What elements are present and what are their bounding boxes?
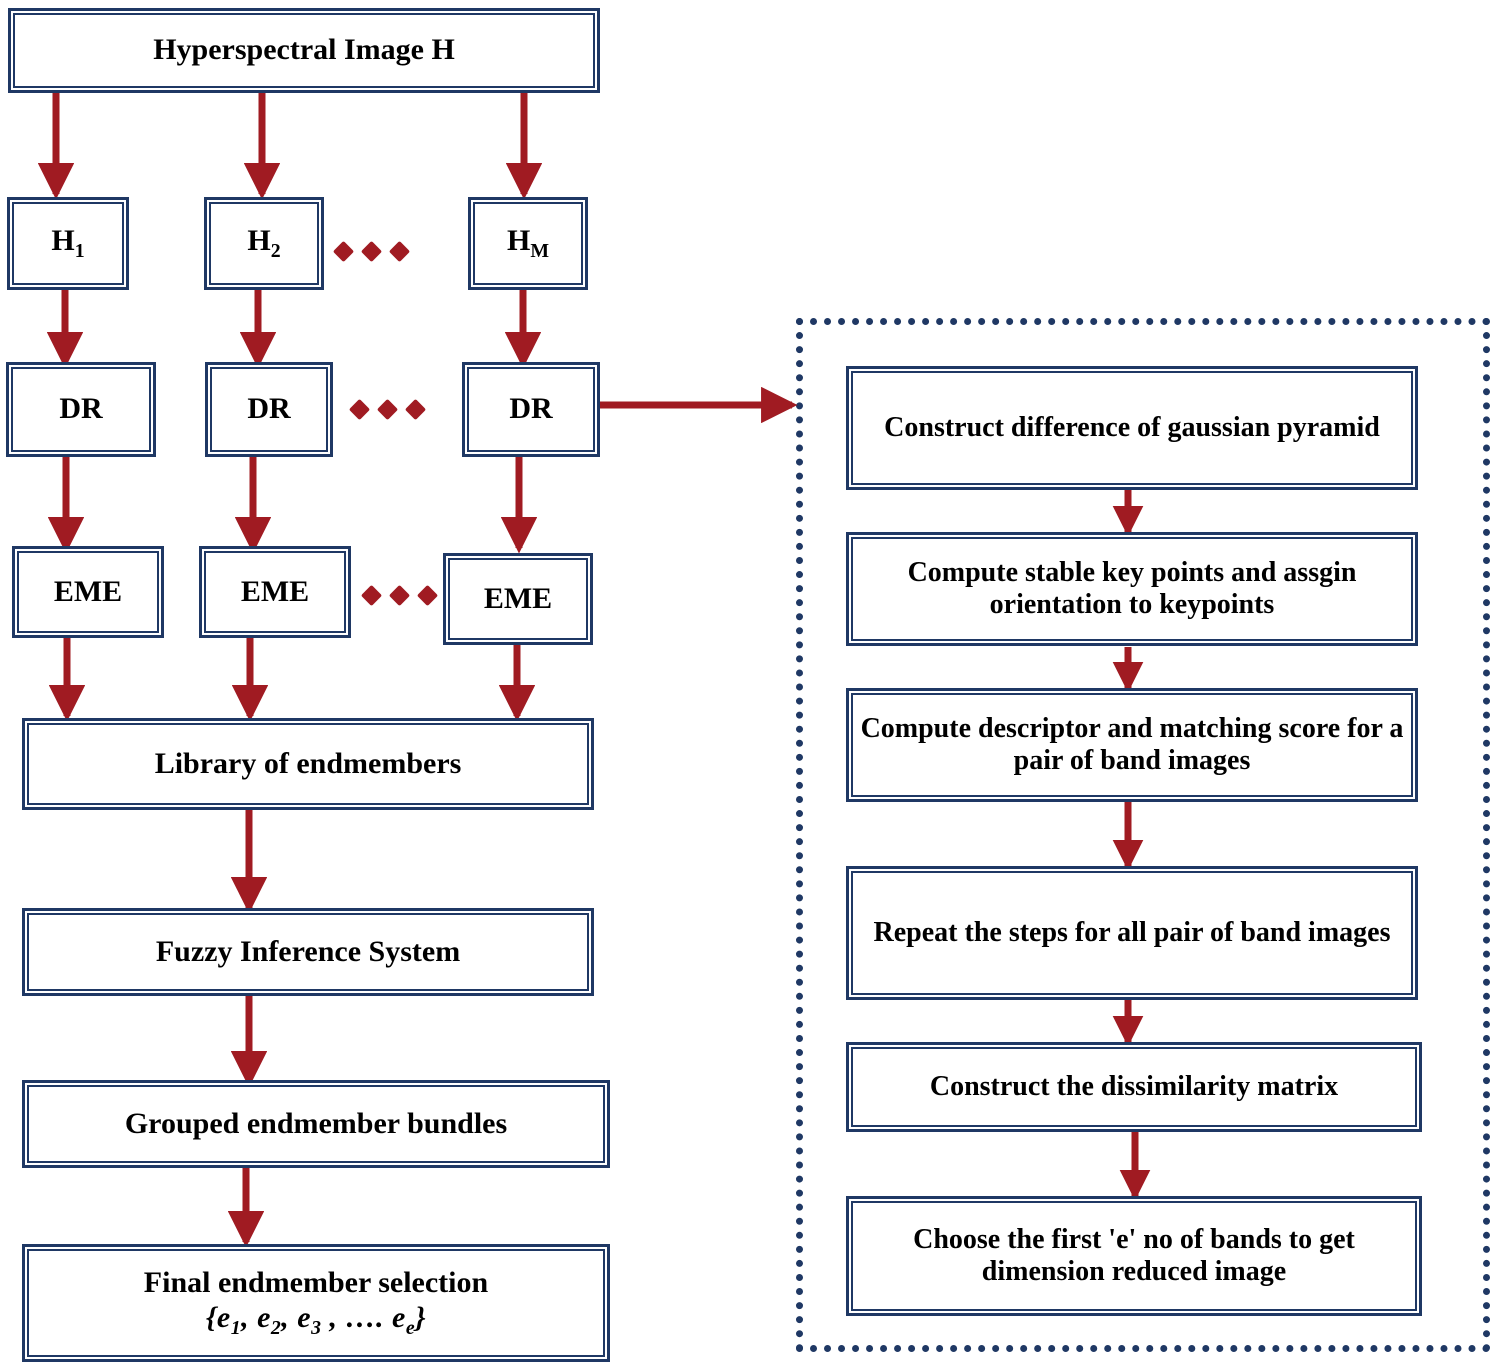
- ellipsis-eme-row: [360, 584, 439, 607]
- eme-box-2-label: EME: [240, 574, 310, 608]
- step-box-repeat-steps[interactable]: Repeat the steps for all pair of band im…: [846, 866, 1418, 1000]
- dr-box-2-label: DR: [247, 392, 291, 426]
- final-endmember-selection-formula: {e1, e2, e3 , …. ee}: [205, 1300, 427, 1339]
- eme-box-m[interactable]: EME: [443, 553, 593, 645]
- source-box-hyperspectral-image[interactable]: Hyperspectral Image H: [8, 8, 600, 93]
- dr-subprocess-panel: [796, 318, 1490, 1352]
- step-box-compute-descriptor-label: Compute descriptor and matching score fo…: [860, 712, 1404, 776]
- source-box-label: Hyperspectral Image H: [153, 33, 455, 67]
- final-endmember-selection-box[interactable]: Final endmember selection {e1, e2, e3 , …: [22, 1244, 610, 1362]
- dr-box-2[interactable]: DR: [205, 362, 333, 457]
- dr-box-1-label: DR: [59, 392, 103, 426]
- ellipsis-dot: [348, 398, 371, 421]
- ellipsis-dr-row: [348, 398, 427, 421]
- fuzzy-inference-system-label: Fuzzy Inference System: [155, 934, 461, 968]
- library-of-endmembers-box[interactable]: Library of endmembers: [22, 718, 594, 810]
- eme-box-1-label: EME: [53, 574, 123, 608]
- step-box-choose-first-e-bands-label: Choose the first 'e' no of bands to get …: [913, 1223, 1355, 1287]
- grouped-endmember-bundles-box[interactable]: Grouped endmember bundles: [22, 1080, 610, 1168]
- step-box-construct-dog-pyramid[interactable]: Construct difference of gaussian pyramid: [846, 366, 1418, 490]
- step-box-construct-dissimilarity-matrix-label: Construct the dissimilarity matrix: [929, 1070, 1339, 1102]
- eme-box-1[interactable]: EME: [12, 546, 164, 638]
- dr-box-m-label: DR: [509, 392, 553, 426]
- band-box-h2-label: H2: [247, 224, 281, 263]
- eme-box-2[interactable]: EME: [199, 546, 351, 638]
- ellipsis-band-row: [332, 240, 411, 263]
- grouped-endmember-bundles-label: Grouped endmember bundles: [124, 1106, 508, 1140]
- eme-box-m-label: EME: [483, 581, 553, 615]
- band-box-h1[interactable]: H1: [7, 197, 129, 290]
- step-box-construct-dissimilarity-matrix[interactable]: Construct the dissimilarity matrix: [846, 1042, 1422, 1132]
- band-box-h2-subscript: 2: [270, 240, 281, 263]
- step-box-compute-keypoints[interactable]: Compute stable key points and assgin ori…: [846, 532, 1418, 646]
- ellipsis-dot: [404, 398, 427, 421]
- dr-box-1[interactable]: DR: [6, 362, 156, 457]
- ellipsis-dot: [416, 584, 439, 607]
- step-box-compute-descriptor[interactable]: Compute descriptor and matching score fo…: [846, 688, 1418, 802]
- step-box-compute-keypoints-label: Compute stable key points and assgin ori…: [907, 556, 1357, 620]
- band-box-hm-subscript: M: [530, 240, 549, 263]
- step-box-repeat-steps-label: Repeat the steps for all pair of band im…: [873, 916, 1391, 948]
- band-box-hm[interactable]: HM: [468, 197, 588, 290]
- band-box-hm-label: HM: [506, 224, 549, 263]
- dr-box-m[interactable]: DR: [462, 362, 600, 457]
- ellipsis-dot: [376, 398, 399, 421]
- band-box-h2[interactable]: H2: [204, 197, 324, 290]
- library-of-endmembers-label: Library of endmembers: [154, 746, 462, 780]
- ellipsis-dot: [388, 584, 411, 607]
- band-box-h1-subscript: 1: [74, 240, 85, 263]
- step-box-choose-first-e-bands[interactable]: Choose the first 'e' no of bands to get …: [846, 1196, 1422, 1316]
- ellipsis-dot: [388, 240, 411, 263]
- fuzzy-inference-system-box[interactable]: Fuzzy Inference System: [22, 908, 594, 996]
- ellipsis-dot: [360, 240, 383, 263]
- band-box-h1-label: H1: [51, 224, 85, 263]
- ellipsis-dot: [360, 584, 383, 607]
- final-endmember-selection-line1: Final endmember selection: [143, 1266, 489, 1300]
- final-endmember-selection-label: Final endmember selection {e1, e2, e3 , …: [136, 1266, 496, 1339]
- ellipsis-dot: [332, 240, 355, 263]
- step-box-construct-dog-pyramid-label: Construct difference of gaussian pyramid: [884, 411, 1380, 443]
